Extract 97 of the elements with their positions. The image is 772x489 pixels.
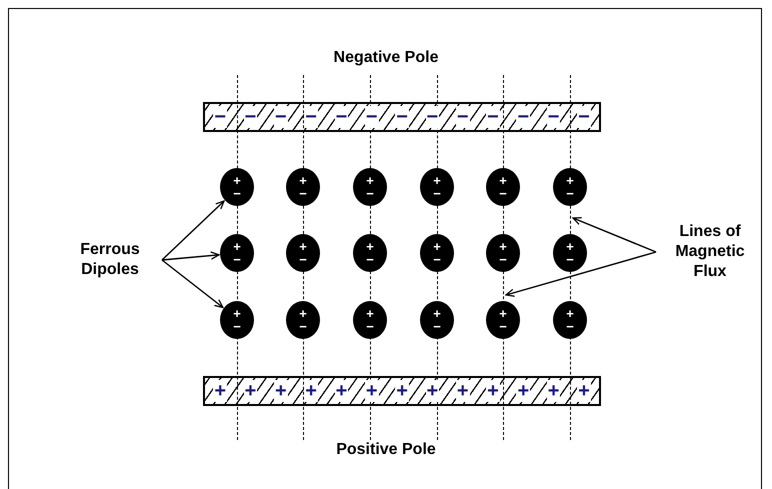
dipole-circle (420, 234, 454, 272)
dipole-circle (286, 301, 320, 339)
pole-label: Negative Pole (332, 48, 440, 68)
polarity-sign: + (456, 380, 470, 402)
dipole-circle (220, 301, 254, 339)
polarity-sign: + (566, 174, 574, 187)
polarity-sign: + (213, 380, 227, 402)
flux-line (303, 75, 304, 440)
polarity-sign: + (299, 307, 307, 320)
dipole-circle (486, 168, 520, 206)
polarity-sign: + (233, 307, 241, 320)
polarity-sign: − (299, 320, 307, 333)
polarity-sign: + (233, 240, 241, 253)
leader-arrow (162, 259, 224, 308)
polarity-sign: + (366, 240, 374, 253)
polarity-sign: + (299, 174, 307, 187)
leader-arrow (505, 251, 656, 297)
polarity-sign: − (274, 106, 288, 128)
polarity-sign: + (546, 380, 560, 402)
polarity-sign: − (299, 187, 307, 200)
polarity-sign: − (304, 106, 318, 128)
polarity-sign: + (364, 380, 379, 402)
dipole-circle (353, 301, 387, 339)
polarity-sign: − (366, 320, 374, 333)
polarity-sign: + (499, 307, 507, 320)
polarity-sign: − (366, 187, 374, 200)
dipole-circle (220, 234, 254, 272)
polarity-sign: − (566, 187, 574, 200)
polarity-sign: − (566, 320, 574, 333)
polarity-sign: + (577, 380, 591, 402)
polarity-sign: − (233, 320, 241, 333)
dipole-circle (353, 168, 387, 206)
polarity-sign: − (499, 187, 507, 200)
dipole-circle (486, 234, 520, 272)
polarity-sign: + (486, 380, 500, 402)
polarity-sign: − (244, 106, 258, 128)
polarity-sign: + (566, 240, 574, 253)
polarity-sign: + (366, 307, 374, 320)
polarity-sign: − (566, 253, 574, 266)
polarity-sign: − (433, 320, 441, 333)
polarity-sign: + (233, 174, 241, 187)
flux-line (237, 75, 238, 440)
polarity-sign: − (577, 106, 591, 128)
dipole-circle (486, 301, 520, 339)
polarity-sign: + (499, 174, 507, 187)
polarity-sign: + (395, 380, 409, 402)
polarity-sign: − (433, 187, 441, 200)
polarity-sign: − (499, 253, 507, 266)
dipole-circle (353, 234, 387, 272)
flux-line (437, 75, 438, 440)
polarity-sign: − (364, 106, 379, 128)
dipole-circle (286, 234, 320, 272)
polarity-sign: − (213, 106, 227, 128)
dipole-circle (553, 234, 587, 272)
flux-line (503, 75, 504, 440)
polarity-sign: + (433, 174, 441, 187)
polarity-sign: − (395, 106, 409, 128)
polarity-sign: − (456, 106, 470, 128)
dipole-circle (420, 301, 454, 339)
polarity-sign: − (486, 106, 500, 128)
leader-arrow (162, 251, 220, 261)
polarity-sign: − (433, 253, 441, 266)
polarity-sign: − (546, 106, 560, 128)
polarity-sign: − (233, 253, 241, 266)
polarity-sign: − (426, 106, 440, 128)
polarity-sign: + (499, 240, 507, 253)
flux-line (570, 75, 571, 440)
dipole-circle (286, 168, 320, 206)
polarity-sign: + (566, 307, 574, 320)
flux-line (370, 75, 371, 440)
polarity-sign: − (334, 106, 348, 128)
polarity-sign: − (516, 106, 530, 128)
leader-arrow (162, 200, 225, 260)
hatched-pole-bar (203, 102, 601, 132)
pole-label: Positive Pole (335, 440, 437, 460)
polarity-sign: + (516, 380, 530, 402)
polarity-sign: + (244, 380, 258, 402)
polarity-sign: + (304, 380, 318, 402)
polarity-sign: + (366, 174, 374, 187)
polarity-sign: − (299, 253, 307, 266)
polarity-sign: − (233, 187, 241, 200)
callout-label: Ferrous Dipoles (62, 240, 158, 280)
polarity-sign: + (274, 380, 288, 402)
polarity-sign: + (334, 380, 348, 402)
polarity-sign: − (499, 320, 507, 333)
polarity-sign: − (366, 253, 374, 266)
polarity-sign: + (433, 307, 441, 320)
polarity-sign: + (299, 240, 307, 253)
hatched-pole-bar (203, 376, 601, 406)
dipole-circle (553, 168, 587, 206)
leader-arrow (572, 217, 656, 253)
dipole-circle (220, 168, 254, 206)
polarity-sign: + (433, 240, 441, 253)
polarity-sign: + (426, 380, 440, 402)
dipole-circle (420, 168, 454, 206)
callout-label: Lines of Magnetic Flux (658, 222, 762, 282)
dipole-circle (553, 301, 587, 339)
